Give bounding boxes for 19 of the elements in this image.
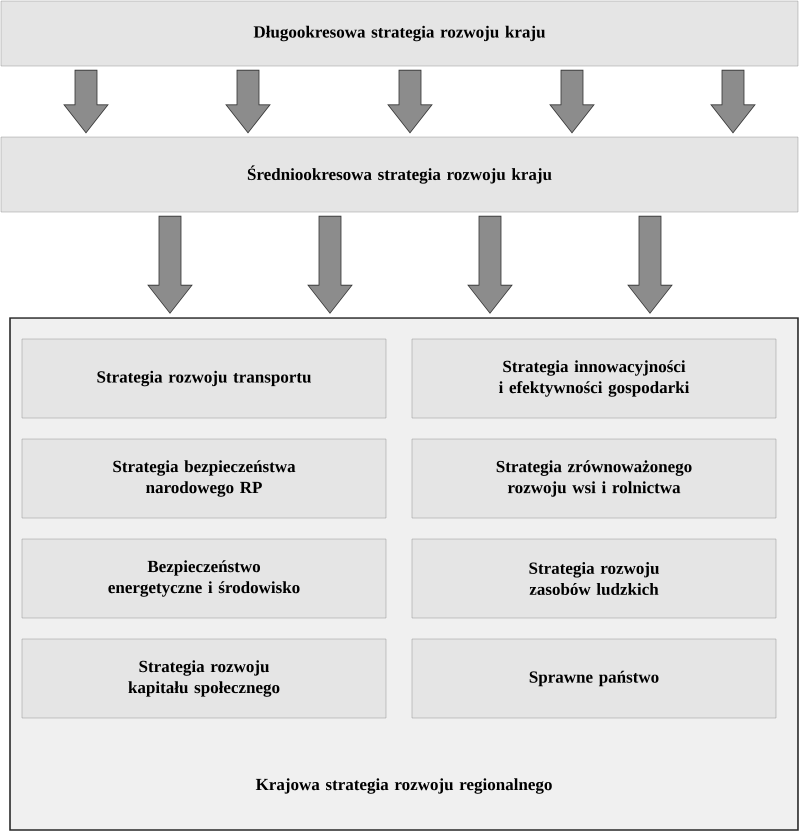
strategy-box: Średniookresowa strategia rozwoju kraju <box>0 136 798 212</box>
block-arrow <box>549 70 595 134</box>
block-arrow <box>225 70 271 134</box>
block-arrow <box>387 70 433 134</box>
block-arrow <box>63 70 109 134</box>
strategy-box: Strategia innowacyjności i efektywności gospodarki <box>412 338 776 418</box>
strategy-box: Strategia zrównoważonego rozwoju wsi i rolnictwa <box>412 438 776 518</box>
block-arrow <box>307 216 353 314</box>
block-arrow <box>467 216 513 314</box>
block-arrow <box>147 216 193 314</box>
strategy-box: Strategia bezpieczeństwa narodowego RP <box>22 438 386 518</box>
block-arrow <box>710 70 756 134</box>
strategy-box: Sprawne państwo <box>412 638 776 718</box>
strategy-box: Strategia rozwoju kapitału społecznego <box>22 638 386 718</box>
strategy-box: Strategia rozwoju transportu <box>22 338 386 418</box>
strategy-box: Bezpieczeństwo energetyczne i środowisko <box>22 538 386 618</box>
strategy-box: Długookresowa strategia rozwoju kraju <box>0 0 798 66</box>
block-arrow <box>627 216 673 314</box>
strategy-box: Strategia rozwoju zasobów ludzkich <box>412 538 776 618</box>
